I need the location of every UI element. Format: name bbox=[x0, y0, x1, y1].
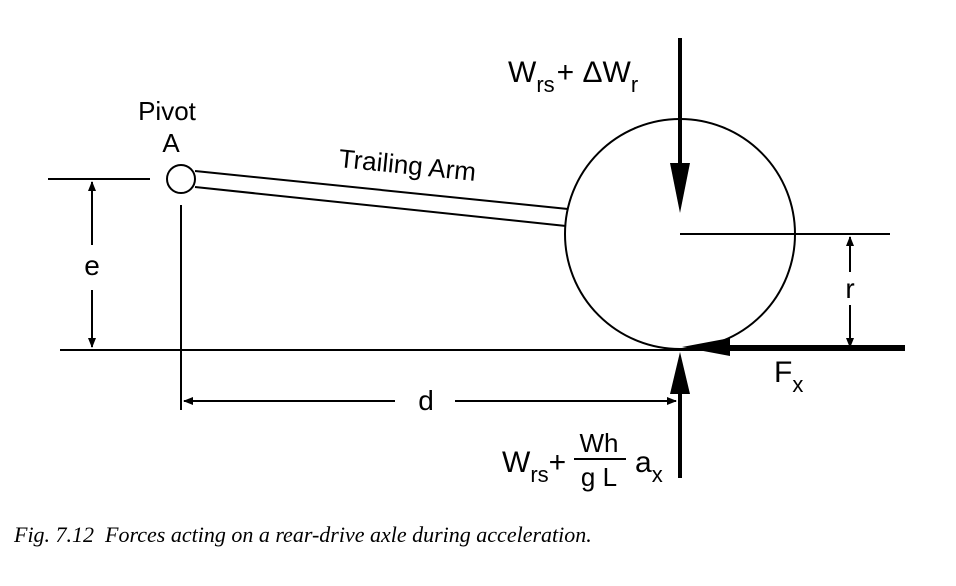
pivot-circle bbox=[166, 164, 196, 194]
ground-reaction-sub-rs: rs bbox=[530, 462, 548, 487]
ground-reaction-w-letter: W bbox=[502, 446, 531, 479]
ground-reaction-arrow-head bbox=[670, 352, 690, 394]
tractive-force-f: F bbox=[774, 356, 792, 389]
dimension-d-label: d bbox=[418, 385, 434, 416]
ground-reaction-a: a bbox=[635, 446, 652, 479]
wheel-load-label: Wrs+ ΔWr bbox=[508, 56, 638, 97]
dimension-r-label: r bbox=[845, 273, 854, 304]
pivot-label: Pivot bbox=[138, 96, 197, 126]
ground-reaction-plus: + bbox=[549, 446, 567, 479]
pivot-point-label: A bbox=[162, 128, 180, 158]
wheel-load-w: W bbox=[508, 56, 537, 89]
ground-reaction-fraction-denominator: g L bbox=[581, 462, 617, 492]
trailing-arm-label: Trailing Arm bbox=[337, 143, 477, 187]
figure-caption: Fig. 7.12 Forces acting on a rear-drive … bbox=[13, 522, 592, 547]
ground-reaction-w: Wrs+ bbox=[502, 446, 566, 487]
wheel-load-plus-delta: + ΔW bbox=[557, 56, 632, 89]
wheel-load-sub-r: r bbox=[631, 72, 638, 97]
wheel-load-arrow-head bbox=[670, 163, 690, 213]
tractive-force-sub-x: x bbox=[792, 372, 803, 397]
ground-reaction-acceleration: ax bbox=[635, 446, 663, 487]
dimension-e-label: e bbox=[84, 250, 100, 281]
ground-reaction-fraction-numerator: Wh bbox=[580, 428, 619, 458]
trailing-arm-lower bbox=[194, 186, 567, 227]
tractive-force-arrow-head bbox=[682, 338, 730, 356]
trailing-arm-upper bbox=[194, 170, 569, 210]
ground-reaction-sub-x: x bbox=[652, 462, 663, 487]
wheel-load-sub-rs: rs bbox=[536, 72, 554, 97]
tractive-force-label: Fx bbox=[774, 356, 803, 397]
